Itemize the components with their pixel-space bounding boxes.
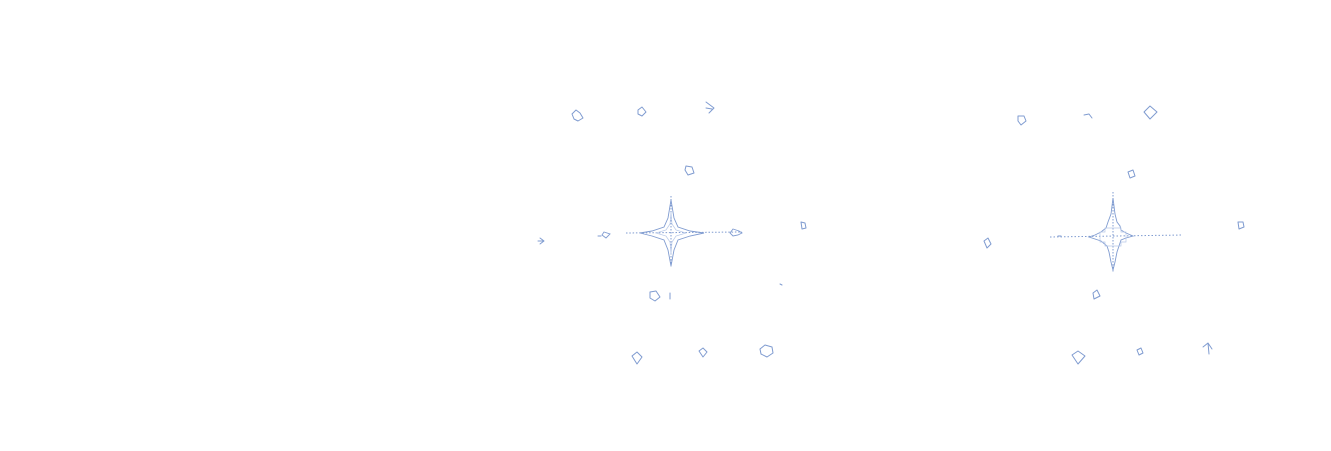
outline-fragment-icon	[1127, 169, 1136, 179]
four-point-sparkle-icon	[1049, 192, 1184, 272]
outline-fragment-icon	[571, 109, 584, 122]
outline-fragment-icon	[1092, 289, 1101, 300]
outline-fragment-icon	[698, 347, 708, 358]
outline-fragment-icon	[1017, 115, 1027, 126]
outline-fragment-icon	[1071, 350, 1086, 365]
outline-fragment-icon	[537, 237, 545, 245]
outline-fragment-icon	[983, 237, 992, 249]
outline-fragment-icon	[759, 344, 774, 358]
outline-fragment-icon	[800, 221, 807, 230]
four-point-sparkle-icon	[601, 196, 743, 268]
outline-fragment-icon	[637, 106, 647, 117]
outline-fragment-icon	[779, 283, 783, 286]
outline-fragment-icon	[1143, 105, 1158, 120]
outline-fragment-icon	[705, 101, 715, 114]
outline-fragment-icon	[1083, 113, 1093, 119]
outline-fragment-icon	[631, 351, 643, 365]
outline-fragment-icon	[1136, 347, 1144, 356]
outline-fragment-icon	[649, 290, 671, 302]
outline-fragment-icon	[684, 165, 695, 176]
outline-fragment-icon	[1202, 342, 1213, 355]
outline-fragment-icon	[1237, 221, 1245, 230]
